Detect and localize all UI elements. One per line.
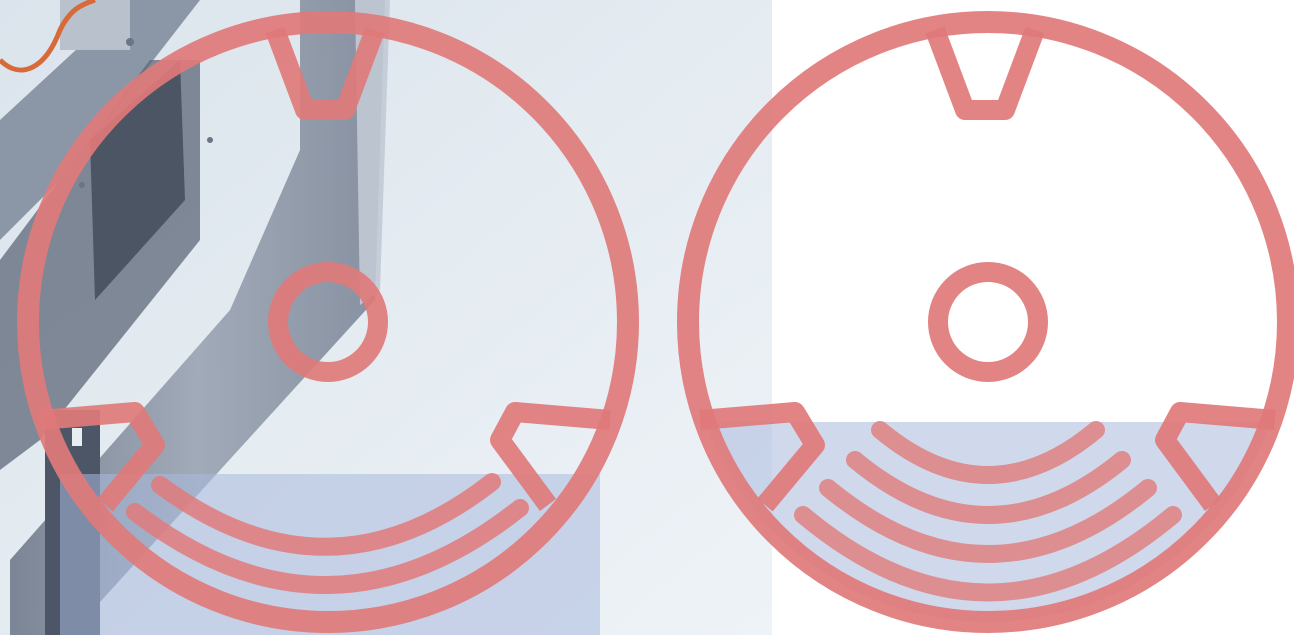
screw-icon	[126, 38, 134, 46]
right-disc-diagram	[680, 22, 1294, 635]
right-center-hub	[938, 272, 1038, 372]
screw-icon	[79, 182, 85, 188]
right-top-notch	[935, 30, 1035, 110]
bracket-highlight	[72, 428, 82, 446]
screw-icon	[207, 137, 213, 143]
mechanism-block	[60, 0, 130, 50]
